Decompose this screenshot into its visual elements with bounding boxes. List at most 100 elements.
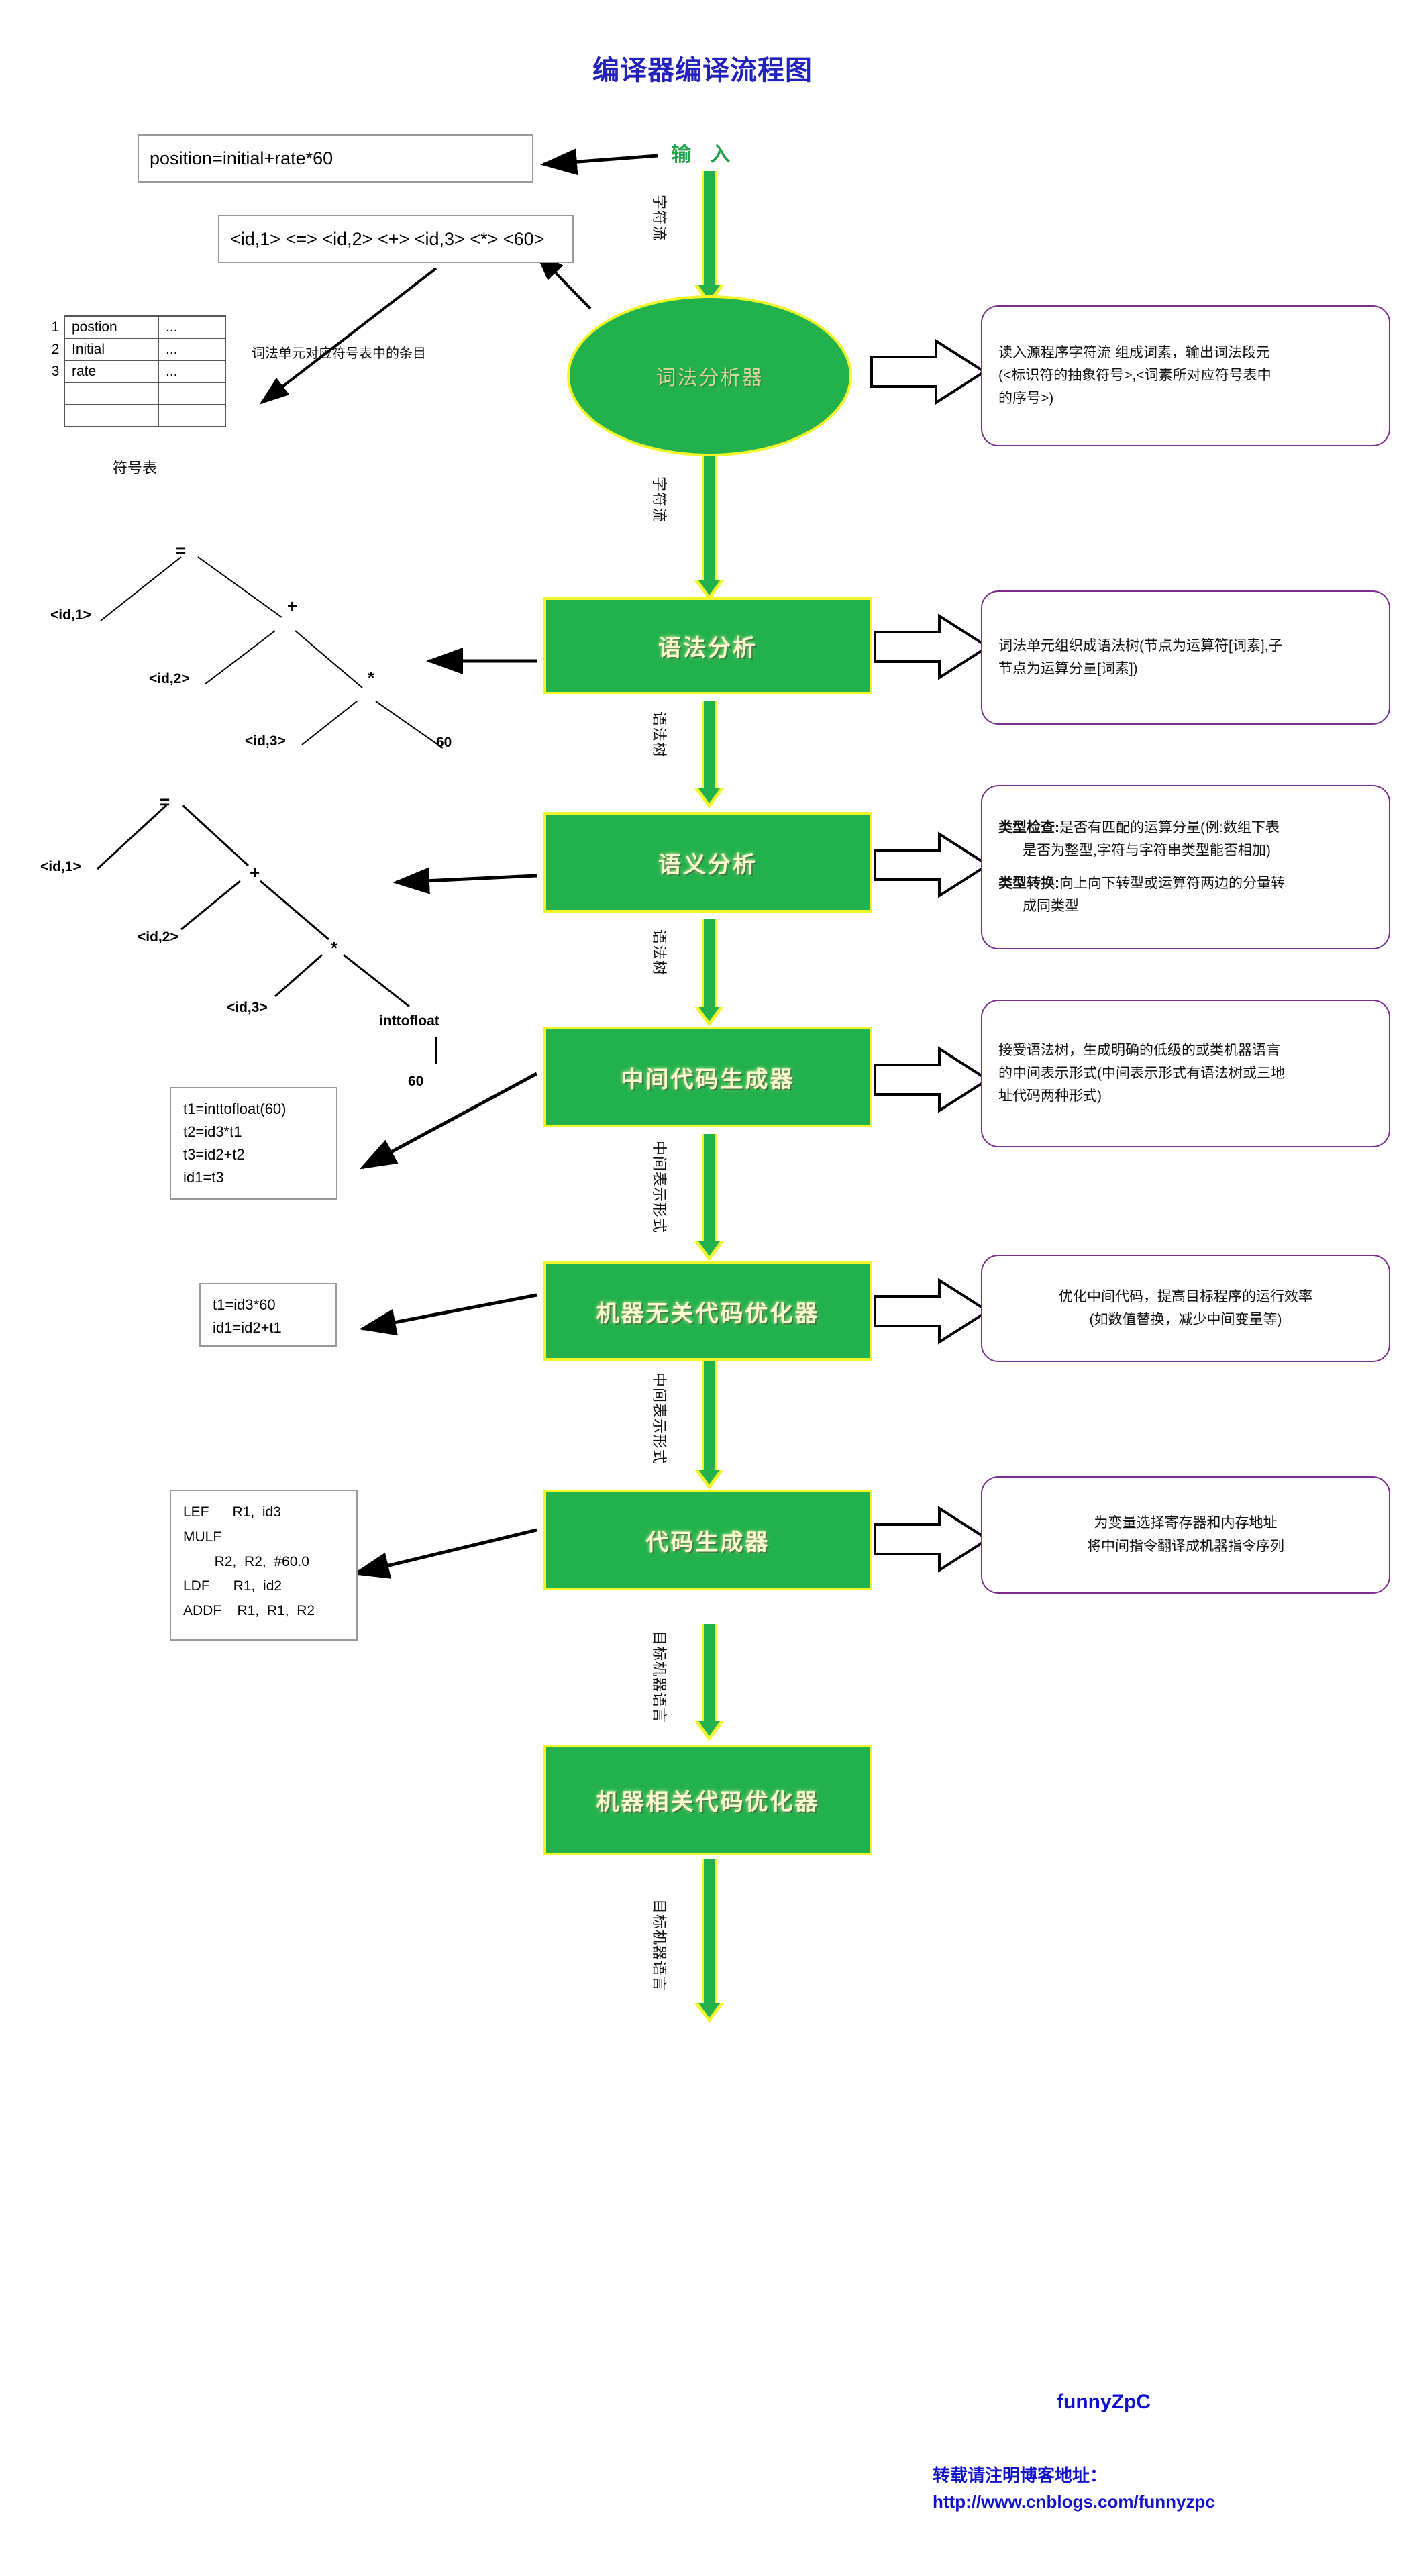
arrow-codegen-to-targetcode (352, 1528, 537, 1579)
stage-machine-independent-optimizer[interactable]: 机器无关代码优化器 (543, 1261, 872, 1361)
flow-label-2: 字符流 (651, 476, 668, 523)
symbol-row-index: 3 (51, 363, 60, 379)
tree1-node-id1: <id,1> (50, 607, 91, 623)
symbol-table-caption: 符号表 (113, 460, 158, 476)
footer-blog-url[interactable]: http://www.cnblogs.com/funnyzpc (933, 2491, 1215, 2512)
table-row (47, 404, 226, 427)
desc-text: 向上向下转型或运算符两边的分量转 (1059, 875, 1285, 891)
desc-line: (如数值替换，减少中间变量等) (1089, 1312, 1282, 1327)
source-code-box: position=initial+rate*60 (138, 134, 533, 183)
stage-lexical-analyzer[interactable]: 词法分析器 (567, 295, 852, 456)
three-address-code-box: t1=inttofloat(60) t2=id3*t1 t3=id2+t2 id… (170, 1087, 337, 1200)
desc-line: 词法单元组织成语法树(节点为运算符[词素],子 (998, 637, 1283, 654)
flow-label-8: 目标机器语言 (651, 1899, 668, 1992)
hollow-arrow-6 (874, 1506, 990, 1573)
description-intermediate-code-generator: 接受语法树，生成明确的低级的或类机器语言 的中间表示形式(中间表示形式有语法树或… (981, 1000, 1390, 1147)
arrow-semantic-to-tree2 (393, 867, 537, 894)
tree2-node-plus: + (250, 862, 260, 882)
flow-label-3: 语法树 (651, 711, 668, 758)
stage-machine-dependent-optimizer[interactable]: 机器相关代码优化器 (543, 1745, 872, 1855)
optimized-code-box: t1=id3*60 id1=id2+t1 (199, 1283, 337, 1347)
flow-arrow-3 (694, 701, 724, 809)
description-syntax-analysis: 词法单元组织成语法树(节点为运算符[词素],子 节点为运算分量[词素]) (981, 590, 1390, 725)
desc-line: 址代码两种形式) (998, 1088, 1102, 1104)
symbol-table-note: 词法单元对应符号表中的条目 (252, 346, 426, 361)
tree2-node-root: = (160, 792, 170, 812)
tree2-node-id3: <id,3> (227, 1000, 268, 1015)
hollow-arrow-3 (874, 831, 990, 898)
tree1-node-id2: <id,2> (149, 671, 190, 686)
parse-tree-1-edges (100, 556, 444, 749)
flow-label-1: 字符流 (651, 195, 668, 242)
desc-text: 是否有匹配的运算分量(例:数组下表 (1059, 820, 1280, 836)
tree2-node-id1: <id,1> (40, 859, 81, 874)
flow-label-4: 语法树 (651, 929, 668, 976)
desc-line: 优化中间代码，提高目标程序的运行效率 (1059, 1288, 1312, 1304)
flow-label-6: 中间表示形式 (651, 1372, 668, 1465)
tree1-node-mul: * (368, 668, 375, 688)
stage-code-generator[interactable]: 代码生成器 (543, 1490, 872, 1590)
tree2-node-id2: <id,2> (138, 929, 178, 945)
symbol-row-name (64, 404, 159, 427)
footer-author: funnyZpC (1057, 2391, 1151, 2413)
flow-label-5: 中间表示形式 (651, 1141, 668, 1234)
desc-line: 的序号>) (998, 391, 1054, 406)
desc-line: (<标识符的抽象符号>,<词素所对应符号表中 (998, 367, 1271, 383)
description-code-generator: 为变量选择寄存器和内存地址 将中间指令翻译成机器指令序列 (981, 1476, 1390, 1594)
symbol-row-value: ... (158, 338, 226, 361)
input-label: 输 入 (671, 144, 737, 166)
tree2-node-mul: * (331, 938, 338, 958)
token-stream-box: <id,1> <=> <id,2> <+> <id,3> <*> <60> (218, 215, 574, 263)
description-semantic-analysis: 类型检查:是否有匹配的运算分量(例:数组下表 是否为整型,字符与字符串类型能否相… (981, 785, 1390, 949)
symbol-row-index (47, 405, 64, 427)
symbol-row-name (64, 382, 159, 405)
page-title: 编译器编译流程图 (592, 56, 813, 85)
symbol-row-index (47, 382, 64, 405)
symbol-row-index: 2 (51, 341, 60, 357)
tree1-node-60: 60 (436, 735, 452, 750)
description-lexical-analyzer: 读入源程序字符流 组成词素，输出词法段元 (<标识符的抽象符号>,<词素所对应符… (981, 305, 1390, 446)
flow-arrow-1 (694, 171, 724, 305)
tree2-node-inttofloat: inttofloat (379, 1013, 439, 1029)
flow-arrow-4 (694, 919, 724, 1027)
flow-arrow-8 (694, 1859, 724, 2023)
desc-line: 类型检查:是否有匹配的运算分量(例:数组下表 (998, 817, 1373, 839)
arrow-icg-to-3addr (359, 1072, 538, 1170)
arrow-input-to-source (540, 148, 658, 176)
symbol-row-value: ... (158, 315, 226, 339)
symbol-row-value: ... (158, 360, 226, 383)
table-row (47, 382, 226, 405)
desc-line: 将中间指令翻译成机器指令序列 (1087, 1538, 1284, 1554)
arrow-optimizer-to-optcode (359, 1293, 537, 1336)
desc-line: 为变量选择寄存器和内存地址 (1094, 1515, 1278, 1531)
symbol-row-value (158, 382, 226, 405)
symbol-row-name: postion (64, 315, 159, 339)
flow-label-7: 目标机器语言 (651, 1631, 668, 1724)
target-code-box: LEF R1, id3 MULF R2, R2, #60.0 LDF R1, i… (170, 1490, 358, 1641)
flow-arrow-7 (694, 1624, 724, 1741)
symbol-row-name: rate (64, 360, 159, 383)
desc-line: 接受语法树，生成明确的低级的或类机器语言 (998, 1042, 1280, 1058)
desc-line: 是否为整型,字符与字符串类型能否相加) (1023, 843, 1271, 859)
hollow-arrow-2 (874, 613, 990, 680)
stage-intermediate-code-generator[interactable]: 中间代码生成器 (543, 1027, 872, 1127)
symbol-row-value (158, 404, 226, 427)
desc-line: 节点为运算分量[词素]) (998, 661, 1138, 676)
stage-syntax-analysis[interactable]: 语法分析 (543, 597, 872, 694)
stage-semantic-analysis[interactable]: 语义分析 (543, 812, 872, 913)
hollow-arrow-5 (874, 1278, 990, 1345)
desc-spacer (998, 863, 1373, 872)
tree1-node-id3: <id,3> (245, 733, 286, 749)
tree2-node-60: 60 (408, 1074, 424, 1089)
description-machine-independent-optimizer: 优化中间代码，提高目标程序的运行效率 (如数值替换，减少中间变量等) (981, 1255, 1390, 1362)
flow-arrow-6 (694, 1359, 724, 1490)
symbol-row-index: 1 (51, 319, 60, 335)
desc-bold: 类型检查: (998, 820, 1059, 836)
desc-line: 成同类型 (1023, 898, 1079, 914)
hollow-arrow-1 (870, 338, 987, 405)
